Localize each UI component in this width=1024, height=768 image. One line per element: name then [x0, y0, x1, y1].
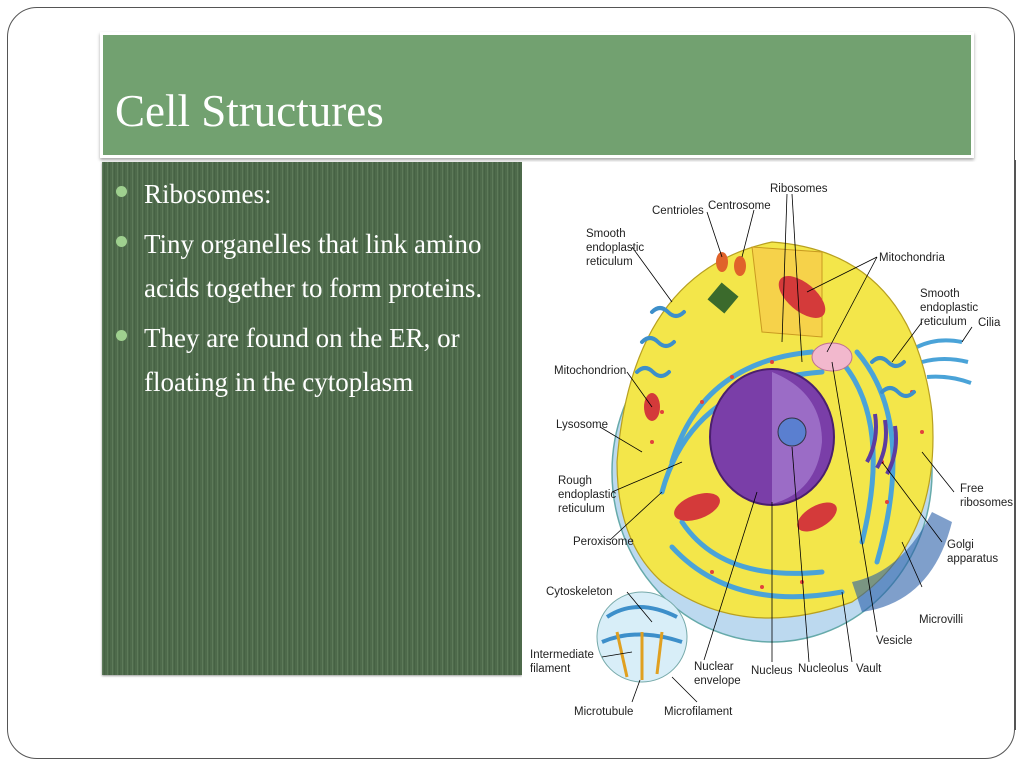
content-panel: Ribosomes: Tiny organelles that link ami… — [102, 162, 522, 675]
title-bar: Cell Structures — [100, 32, 974, 158]
label-vault: Vault — [856, 663, 882, 675]
rough-er — [659, 349, 896, 600]
slide-title: Cell Structures — [115, 86, 384, 136]
label-nuclear-envelope: envelope — [694, 675, 741, 687]
vesicle — [811, 342, 853, 372]
bullet-item: Tiny organelles that link amino acids to… — [114, 222, 514, 310]
label-microtubule: Microtubule — [574, 706, 633, 718]
label-microfilament: Microfilament — [664, 706, 733, 718]
bullet-dot-icon — [116, 186, 127, 197]
label-ribosomes: Ribosomes — [770, 183, 828, 195]
bullet-item: They are found on the ER, or floating in… — [114, 316, 514, 404]
label-rough-er: endoplastic — [558, 489, 616, 501]
cell-diagram: Ribosomes Centrioles Centrosome Smooth e… — [522, 162, 1016, 726]
label-nucleus: Nucleus — [751, 665, 793, 677]
microtubules — [615, 631, 664, 680]
label-centrioles: Centrioles — [652, 205, 704, 217]
label-intermediate-filament: Intermediate — [530, 649, 594, 661]
label-rough-er: Rough — [558, 475, 592, 487]
nucleolus — [777, 417, 807, 447]
bullet-text: Tiny organelles that link amino acids to… — [144, 229, 483, 303]
label-mitochondria: Mitochondria — [879, 252, 945, 264]
label-peroxisome: Peroxisome — [573, 536, 634, 548]
label-microvilli: Microvilli — [919, 614, 963, 626]
label-golgi: Golgi — [947, 539, 974, 551]
label-nucleolus: Nucleolus — [798, 663, 849, 675]
microvilli — [852, 512, 952, 612]
label-mitochondrion: Mitochondrion — [554, 365, 626, 377]
centriole — [734, 256, 746, 276]
label-smooth-er-1: reticulum — [586, 256, 633, 268]
label-intermediate-filament: filament — [530, 663, 571, 675]
cilia — [916, 338, 972, 385]
label-vesicle: Vesicle — [876, 635, 912, 647]
bullet-text: They are found on the ER, or floating in… — [144, 323, 460, 397]
label-smooth-er-1: endoplastic — [586, 242, 644, 254]
leader-lines — [599, 193, 973, 703]
bullet-list: Ribosomes: Tiny organelles that link ami… — [114, 172, 514, 410]
bullet-text: Ribosomes: — [144, 179, 272, 209]
label-free-ribosomes: ribosomes — [960, 497, 1013, 509]
smooth-er — [635, 306, 916, 398]
bullet-item: Ribosomes: — [114, 172, 514, 216]
frame-edge — [1014, 160, 1016, 730]
label-free-ribosomes: Free — [960, 483, 984, 495]
label-rough-er: reticulum — [558, 503, 605, 515]
label-cytoskeleton: Cytoskeleton — [546, 586, 612, 598]
label-cilia: Cilia — [978, 317, 1001, 329]
centriole — [716, 252, 728, 272]
label-smooth-er-1: Smooth — [586, 228, 626, 240]
golgi-apparatus — [865, 413, 898, 475]
label-smooth-er-2: reticulum — [920, 316, 967, 328]
label-golgi: apparatus — [947, 553, 998, 565]
label-smooth-er-2: endoplastic — [920, 302, 978, 314]
cell-diagram-svg: Ribosomes Centrioles Centrosome Smooth e… — [530, 183, 1013, 718]
bullet-dot-icon — [116, 236, 127, 247]
label-nuclear-envelope: Nuclear — [694, 661, 734, 673]
bullet-dot-icon — [116, 330, 127, 341]
centrosome — [707, 282, 739, 314]
label-lysosome: Lysosome — [556, 419, 608, 431]
label-centrosome: Centrosome — [708, 200, 771, 212]
label-smooth-er-2: Smooth — [920, 288, 960, 300]
